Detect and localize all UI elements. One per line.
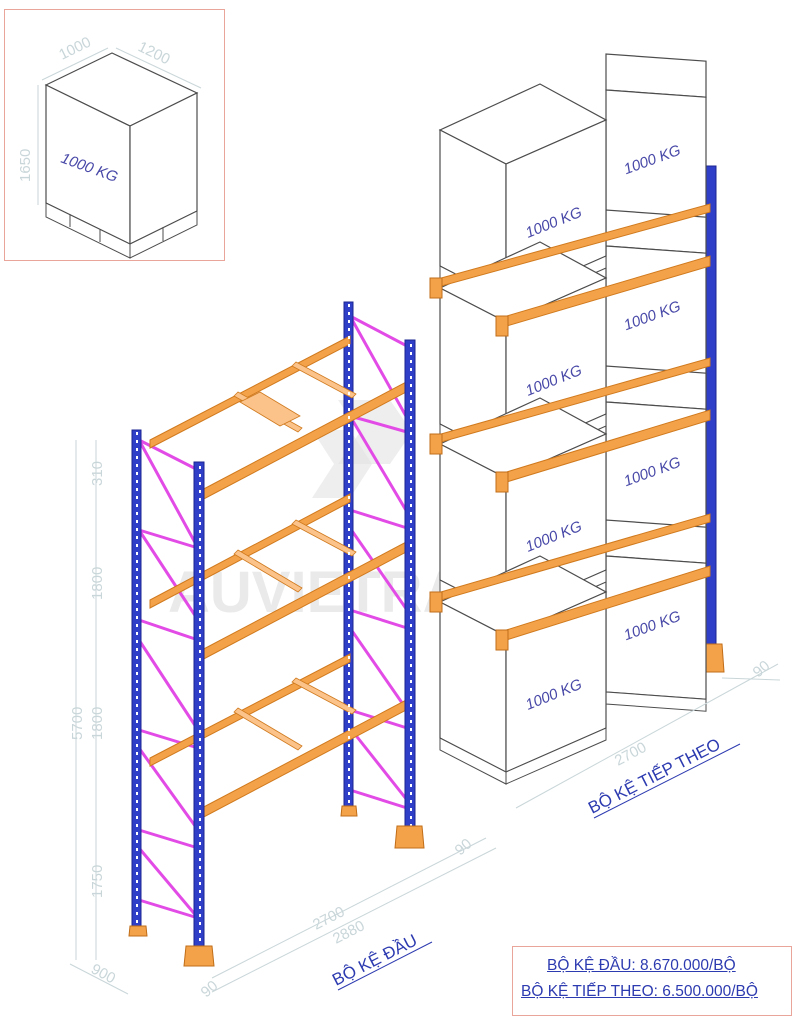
first-dim-level1: 1800 (89, 567, 106, 600)
pallet-width-dim: 1000 (56, 34, 93, 64)
foot-right (394, 825, 425, 849)
beam-level-top (149, 335, 411, 503)
upright-left-front (193, 461, 205, 947)
first-dim-depth: 900 (88, 961, 118, 988)
first-rack: 310 1800 1800 1750 5700 900 90 2700 2880… (69, 170, 712, 1001)
pallet-height-dim: 1650 (17, 149, 34, 182)
price-first: BỘ KỆ ĐẦU: 8.670.000/BỘ (547, 957, 736, 974)
first-dim-upright-right: 90 (452, 835, 476, 859)
foot-left-back (128, 925, 148, 937)
first-dim-bottom: 1750 (89, 865, 106, 898)
first-dim-upright: 90 (198, 977, 222, 1001)
first-dim-top: 310 (89, 461, 106, 486)
right-frame-bracing (348, 314, 409, 810)
price-next: BỘ KỆ TIẾP THEO: 6.500.000/BỘ (521, 983, 758, 1000)
next-dim-beam: 2700 (612, 739, 649, 770)
pallet-box: 1000 KG (605, 519, 707, 712)
next-beams (429, 203, 711, 651)
pallet-box: 1000 KG (438, 555, 608, 785)
foot-left (183, 945, 215, 967)
left-frame-bracing (137, 438, 200, 920)
next-rack-caption: BỘ KỆ TIẾP THEO (585, 735, 723, 818)
pallet-detail: 1000 1200 1650 1000 KG (17, 34, 202, 259)
first-dim-total-height: 5700 (69, 707, 86, 740)
pallet-depth-dim: 1200 (135, 38, 172, 68)
first-dim-level2: 1800 (89, 707, 106, 740)
price-box: BỘ KỆ ĐẦU: 8.670.000/BỘ BỘ KỆ TIẾP THEO:… (512, 946, 792, 1016)
foot-right-back (340, 805, 358, 817)
pallet-detail-frame (4, 9, 225, 261)
